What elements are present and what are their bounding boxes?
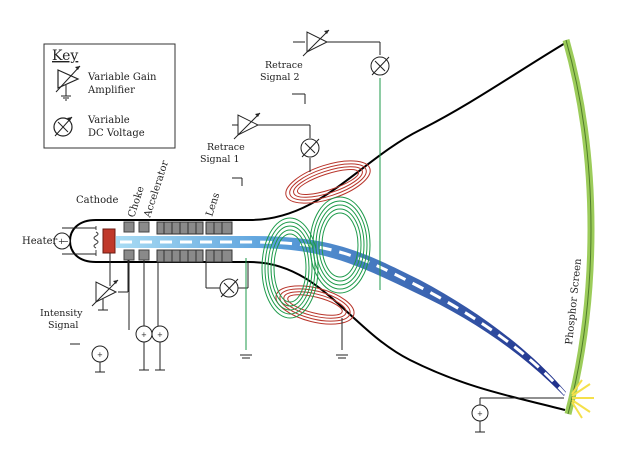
accelerator-upper	[138, 221, 150, 233]
vertical-deflection-coil-bottom	[275, 285, 355, 325]
wiring	[62, 41, 564, 405]
key-box: Key Variable Gain Amplifier Variable DC …	[43, 43, 176, 149]
svg-text:+: +	[97, 351, 103, 359]
intensity-label-2: Signal	[48, 320, 78, 331]
lens-label: Lens	[204, 192, 222, 218]
cathode-label: Cathode	[76, 195, 118, 206]
electron-beam	[116, 236, 566, 396]
intensity-voltage-source: +	[91, 345, 109, 373]
key-amplifier-label-1: Variable Gain	[87, 72, 157, 83]
svg-text:−: −	[62, 237, 69, 246]
heater-label: Heater	[22, 236, 58, 247]
retrace-2-label-1: Retrace	[265, 60, 303, 71]
svg-text:+: +	[157, 331, 163, 339]
key-title: Key	[52, 48, 78, 64]
amplifier-icon	[55, 65, 81, 101]
svg-text:+: +	[477, 410, 483, 418]
impact-spark	[571, 379, 594, 419]
key-amplifier-label-2: Amplifier	[87, 85, 135, 96]
key-voltage-label-1: Variable	[87, 115, 130, 126]
accelerator-lower	[138, 249, 150, 261]
horizontal-deflection-coil-right	[309, 196, 371, 294]
retrace-1-label-2: Signal 1	[200, 154, 240, 165]
retrace-2-label-2: Signal 2	[260, 72, 300, 83]
ground-symbols	[240, 354, 348, 359]
phosphor-screen	[562, 39, 595, 415]
svg-text:+: +	[58, 237, 65, 246]
retrace-1-variable-voltage	[300, 138, 320, 158]
heater-filament	[93, 226, 99, 256]
key-voltage-label-2: DC Voltage	[88, 128, 145, 139]
horizontal-deflection-coil-left	[261, 217, 319, 319]
cathode	[102, 228, 116, 254]
coil-leads-green	[245, 78, 381, 350]
accelerator-label: Accelerator	[142, 159, 171, 220]
choke-upper	[123, 221, 135, 233]
lens-stack	[156, 221, 233, 263]
variable-voltage-icon	[53, 116, 73, 137]
retrace-1-amplifier	[233, 112, 261, 140]
lens-variable-voltage	[219, 278, 239, 298]
retrace-1-label-1: Retrace	[207, 142, 245, 153]
retrace-2-variable-voltage	[370, 56, 390, 76]
choke-voltage-source: +	[135, 325, 153, 371]
svg-text:+: +	[141, 331, 147, 339]
heater-voltage-source: + −	[53, 232, 71, 250]
anode-voltage-source: +	[471, 404, 489, 433]
vertical-deflection-coil-top	[285, 160, 371, 204]
accelerator-voltage-source: +	[151, 325, 169, 371]
intensity-amplifier	[91, 279, 119, 311]
retrace-2-amplifier	[302, 29, 330, 57]
choke-lower	[123, 249, 135, 261]
intensity-label-1: Intensity	[40, 308, 83, 319]
